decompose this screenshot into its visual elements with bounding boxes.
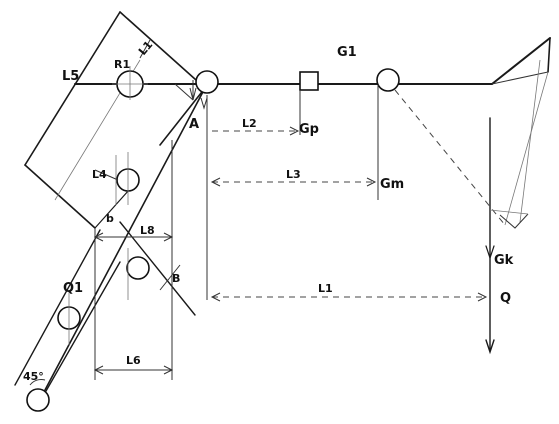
label-l5: L5 [62, 69, 79, 84]
gp-block [299, 71, 319, 91]
label-q1: Q1 [63, 281, 83, 296]
beam-tail-vertical [547, 37, 551, 73]
label-r1: R1 [114, 58, 130, 71]
cable-gm-to-hook [394, 89, 506, 226]
label-l1-bottom: L1 [318, 282, 333, 295]
label-l8: L8 [140, 224, 155, 237]
lower-leg-left [14, 229, 101, 386]
label-q: Q [500, 291, 511, 306]
q-arrow-head [485, 339, 495, 355]
label-big-b: B [172, 272, 180, 285]
label-a: A [189, 117, 199, 132]
frame-right-edge [159, 87, 206, 146]
label-l2: L2 [242, 117, 257, 130]
cable-tail-to-hook [504, 71, 549, 226]
boom-line [44, 87, 206, 391]
b-marker-line [159, 264, 181, 291]
label-gp: Gp [299, 122, 319, 137]
beam-tail-upper [491, 37, 551, 85]
label-angle: 45° [23, 370, 44, 383]
hook-shape [499, 213, 529, 229]
gk-arrow-head [485, 245, 495, 260]
label-l6: L6 [126, 354, 141, 367]
r1-dim-line [139, 39, 151, 59]
dim-l8-arrow-l [93, 232, 104, 242]
hook-ring [489, 209, 529, 215]
label-l3: L3 [286, 168, 301, 181]
dim-l6-arrow-r [163, 365, 174, 375]
angle-arc [29, 379, 46, 386]
frame-left-edge [24, 11, 121, 166]
label-b: b [106, 212, 114, 225]
pulley-bottom [26, 388, 50, 412]
dim-l1-arrow-l [210, 292, 221, 302]
dim-l8-arrow-r [163, 232, 174, 242]
dim-l2-arrow [289, 126, 300, 136]
dim-l6-arrow-l [93, 365, 104, 375]
l4-marker [94, 169, 119, 181]
label-l4: L4 [92, 168, 107, 181]
label-gm: Gm [380, 177, 404, 192]
arrow-a-2 [200, 97, 208, 110]
label-gk: Gk [494, 253, 514, 268]
dim-l3-arrow-l [210, 177, 221, 187]
frame-top-edge [119, 11, 206, 89]
a-tick [174, 83, 194, 101]
frame-bottom-edge [24, 164, 96, 229]
label-g1: G1 [337, 45, 357, 60]
lower-leg-right [37, 261, 121, 406]
pulley-mid [126, 256, 150, 280]
pulley-main [195, 70, 219, 94]
dim-l1-arrow-r [477, 292, 488, 302]
dim-l3-arrow-r [366, 177, 377, 187]
pulley-gm [376, 68, 400, 92]
cable-tail-to-hook-2 [519, 59, 541, 223]
